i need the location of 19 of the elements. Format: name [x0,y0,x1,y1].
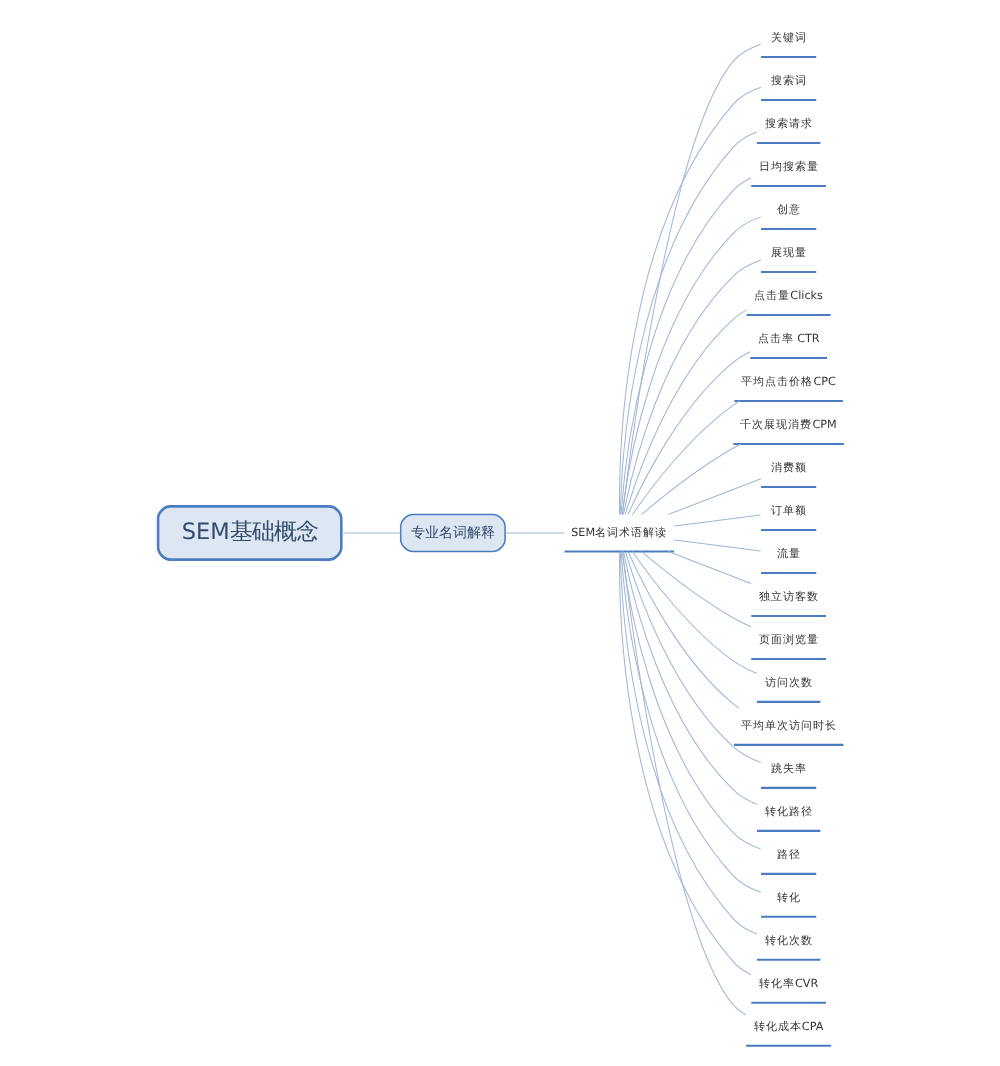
connector [620,216,761,515]
connector [340,532,400,534]
connector [626,351,750,515]
connector [666,550,751,584]
connector [630,400,740,516]
connector [619,177,751,515]
connector [503,532,564,534]
connector [623,551,761,763]
node-box: SEM基础概念 [155,505,342,561]
connector [626,551,739,709]
connector [640,551,751,628]
connector [622,551,757,805]
connector [640,443,741,515]
connector [623,309,747,515]
connector [622,259,761,515]
connector [672,514,761,527]
connector [666,478,761,516]
connector [630,550,757,674]
connector [672,539,761,552]
